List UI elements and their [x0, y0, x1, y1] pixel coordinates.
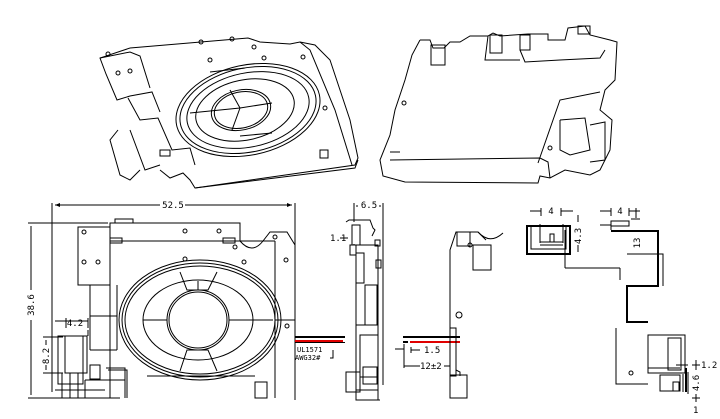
speaker-cone: [118, 259, 282, 381]
dim-thickness: 6.5: [361, 201, 377, 211]
back-view: 1.5 12±2 4 4.3: [395, 207, 717, 416]
dim-right-top: 1.2: [701, 361, 717, 371]
dim-connector-height: 4.3: [574, 228, 584, 244]
dim-right-height: 4.6: [692, 375, 702, 391]
wire-black: [295, 336, 345, 338]
iso-front-view: [99, 36, 359, 189]
dim-height: 38.6: [27, 294, 37, 316]
front-view: 52.5 38.6: [27, 201, 345, 400]
side-view: 6.5 1.1: [330, 201, 384, 401]
dim-wire-length: 12±2: [420, 362, 442, 372]
wire-black-back: [403, 336, 460, 338]
wire-red-back: [410, 341, 460, 343]
dim-lip: 1.1: [330, 234, 346, 244]
wire-spec-line2: AWG32#: [295, 354, 321, 362]
wire-spec-line1: UL1571: [297, 346, 322, 354]
dim-width: 52.5: [162, 201, 184, 211]
dim-connector-width-1: 4: [548, 207, 553, 217]
dim-offset: 13: [633, 238, 643, 249]
dim-connector-height: 8.2: [42, 348, 52, 364]
wire-red: [295, 340, 343, 342]
dim-connector-width-2: 4: [617, 207, 622, 217]
dim-connector-width: 4.2: [67, 319, 83, 329]
dim-wire-strip: 1.5: [424, 346, 440, 356]
iso-back-view: [379, 25, 618, 184]
dim-right-bottom: 1: [693, 406, 698, 416]
